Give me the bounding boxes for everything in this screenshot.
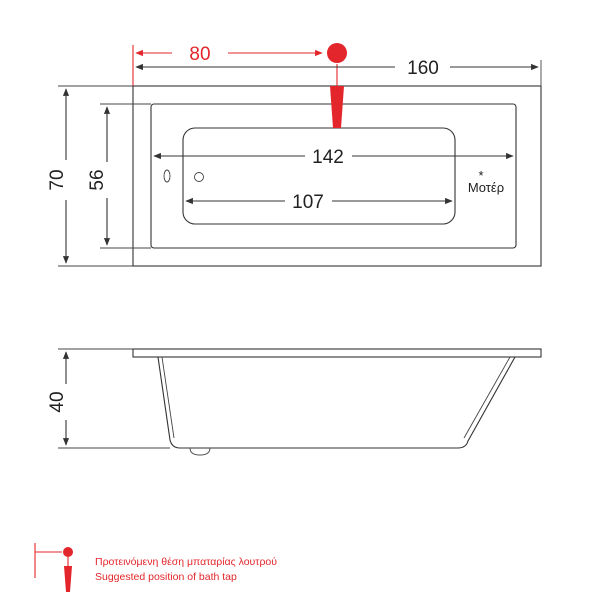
dim-outer-width: 70	[47, 169, 68, 190]
legend-tap-marker-icon	[63, 547, 73, 557]
side-tub-wall-inner-left	[161, 356, 175, 439]
dim-inner-length: 142	[312, 147, 344, 168]
overflow-icon	[163, 169, 171, 183]
motor-asterisk: *	[478, 168, 483, 183]
side-drain-outlet	[189, 447, 211, 456]
bath-tap-icon	[330, 86, 344, 128]
top-view: 80 160 70 56 142 107 * Μοτέρ	[47, 43, 542, 267]
side-tub-wall-inner-right	[463, 356, 511, 439]
legend-text-greek: Προτεινόμενη θέση μπαταρίας λουτρού	[95, 556, 277, 568]
side-tub-body-outer	[157, 356, 516, 449]
dim-outer-length: 160	[407, 58, 439, 79]
drain-icon	[194, 172, 204, 182]
tub-bottom-outline	[182, 127, 456, 225]
legend: Προτεινόμενη θέση μπαταρίας λουτρού Sugg…	[34, 543, 277, 592]
dim-height: 40	[47, 391, 68, 412]
legend-text-english: Suggested position of bath tap	[95, 571, 237, 583]
tap-position-marker-icon	[327, 43, 347, 63]
motor-label: Μοτέρ	[468, 180, 504, 195]
dim-bottom-length: 107	[292, 192, 324, 213]
side-view: 40	[47, 348, 542, 456]
dim-tap-distance: 80	[189, 44, 210, 65]
side-rim	[132, 348, 542, 358]
legend-bath-tap-icon	[64, 566, 72, 592]
dim-inner-width: 56	[87, 169, 108, 190]
